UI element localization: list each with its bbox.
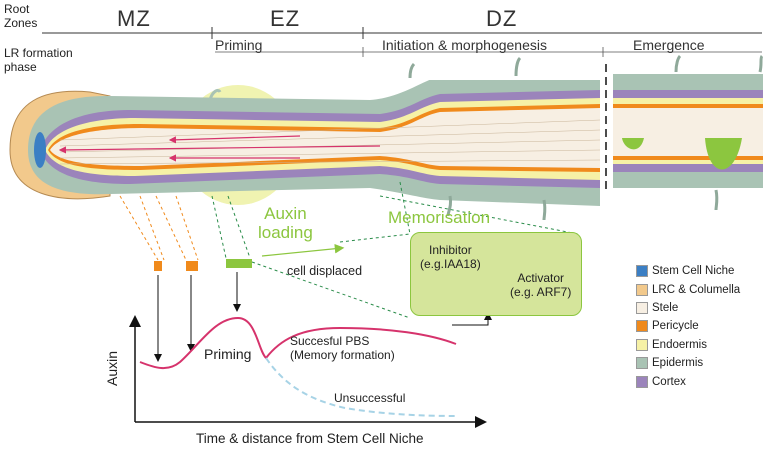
graph-priming-label: Priming: [204, 346, 252, 362]
pericycle-cell-2: [186, 261, 198, 271]
cell-displaced-arrow: [261, 243, 345, 257]
legend-item: Cortex: [636, 372, 764, 390]
root-body: [9, 56, 600, 221]
graph-fail-label: Unsuccessful: [334, 391, 406, 405]
legend-swatch: [636, 301, 648, 314]
activator-label: Activator (e.g. ARF7): [510, 271, 572, 299]
graph-y-label: Auxin: [104, 350, 120, 386]
legend-label: Cortex: [652, 375, 686, 388]
regulation-box: [410, 232, 582, 316]
emergence-segment: [613, 54, 764, 211]
memorisation-label: Memorisation: [388, 208, 491, 227]
legend-item: Stem Cell Niche: [636, 262, 764, 280]
zone-axis: [42, 27, 762, 57]
legend-label: Endoermis: [652, 338, 707, 351]
legend-label: Pericycle: [652, 320, 699, 333]
legend-label: Stem Cell Niche: [652, 265, 735, 278]
box-to-graph-arrow: [452, 312, 492, 326]
auxin-loading-label: Auxin loading: [258, 204, 313, 242]
root-zones-label: Root Zones: [4, 2, 38, 30]
legend-swatch: [636, 357, 648, 370]
graph-success-label: Succesful PBS (Memory formation): [290, 334, 395, 362]
auxin-graph: [129, 315, 487, 428]
graph-x-label: Time & distance from Stem Cell Niche: [196, 431, 424, 446]
legend-swatch: [636, 320, 648, 333]
inhibitor-label: Inhibitor (e.g.IAA18): [420, 243, 481, 271]
legend-label: Epidermis: [652, 357, 704, 370]
legend: Stem Cell Niche LRC & Columella Stele Pe…: [636, 262, 764, 391]
legend-item: Stele: [636, 299, 764, 317]
zone-label-mz: MZ: [117, 6, 151, 31]
unsuccessful-curve: [265, 357, 457, 417]
phase-label-priming: Priming: [215, 37, 263, 53]
legend-item: Pericycle: [636, 317, 764, 335]
cell-displaced-label: cell displaced: [287, 264, 363, 278]
legend-label: Stele: [652, 301, 679, 314]
legend-label: LRC & Columella: [652, 283, 741, 296]
legend-item: Epidermis: [636, 354, 764, 372]
legend-item: Endoermis: [636, 336, 764, 354]
auxin-curve: [139, 316, 457, 369]
legend-swatch: [636, 338, 648, 351]
phase-label-initiation: Initiation & morphogenesis: [382, 37, 547, 53]
legend-swatch: [636, 375, 648, 388]
legend-item: LRC & Columella: [636, 280, 764, 298]
phase-label-emergence: Emergence: [633, 37, 705, 53]
zone-label-dz: DZ: [486, 6, 518, 31]
primed-cell: [226, 259, 252, 268]
zone-label-ez: EZ: [270, 6, 301, 31]
pericycle-cell-1: [154, 261, 162, 271]
cell-connectors: [119, 181, 579, 319]
legend-swatch: [636, 265, 648, 278]
lr-phase-label: LR formation phase: [4, 46, 73, 74]
legend-swatch: [636, 283, 648, 296]
